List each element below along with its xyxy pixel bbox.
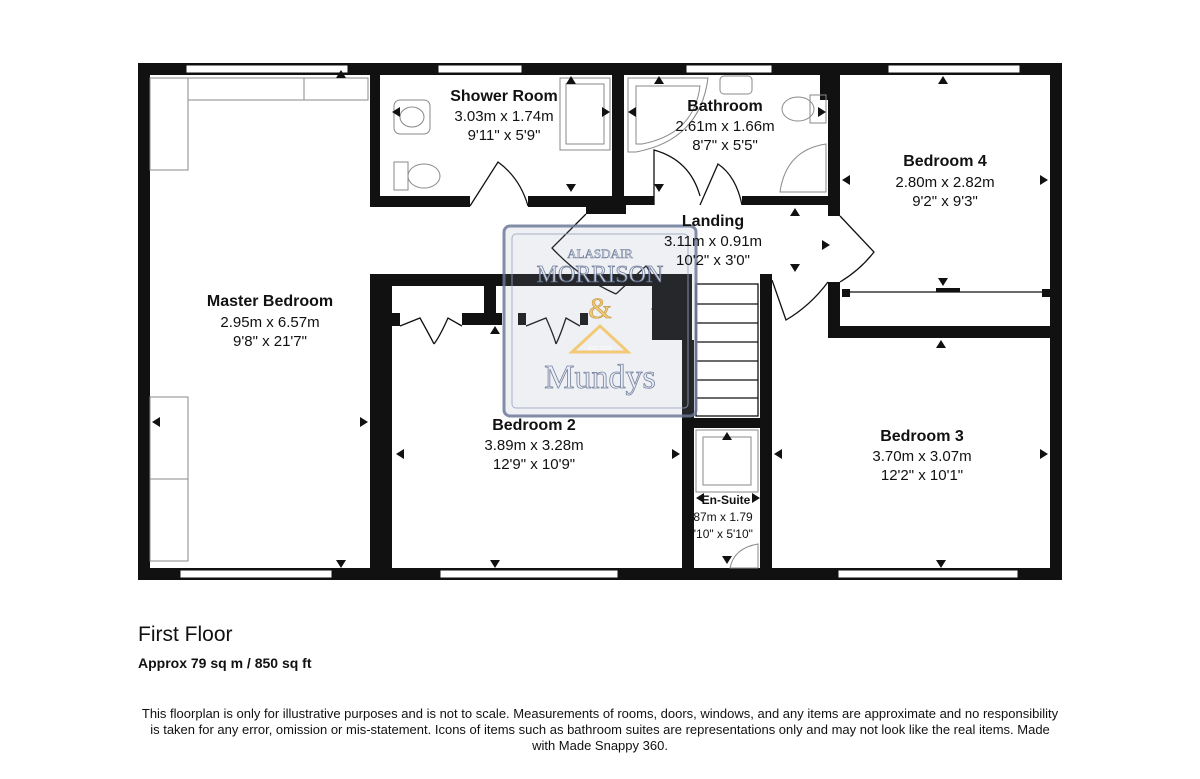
room-name: Bathroom	[687, 98, 763, 115]
room-name: En-Suite	[702, 493, 751, 507]
room-name: Landing	[682, 213, 744, 230]
watermark-line3: Mundys	[544, 359, 655, 396]
room-imperial: 9'2" x 9'3"	[912, 193, 978, 210]
room-bedroom-3: Bedroom 3 3.70m x 3.07m 12'2" x 10'1"	[872, 428, 971, 484]
room-metric: 2.61m x 1.66m	[675, 118, 774, 135]
outer-walls	[138, 63, 1062, 580]
floor-plan: ALASDAIR MORRISON & EST. 1970 Mundys Sho…	[138, 63, 1062, 580]
room-imperial: 9'8" x 21'7"	[233, 333, 307, 350]
room-name: Bedroom 3	[880, 428, 964, 445]
room-en-suite: En-Suite 0.87m x 1.79 2'10" x 5'10"	[683, 493, 753, 541]
room-bedroom-2: Bedroom 2 3.89m x 3.28m 12'9" x 10'9"	[484, 417, 583, 473]
measurement-arrows	[152, 70, 1048, 568]
room-imperial: 10'2" x 3'0"	[676, 252, 750, 269]
room-imperial: 2'10" x 5'10"	[687, 527, 753, 541]
room-metric: 3.89m x 3.28m	[484, 437, 583, 454]
room-bathroom: Bathroom 2.61m x 1.66m 8'7" x 5'5"	[675, 98, 774, 154]
watermark-amp: &	[588, 292, 611, 325]
room-imperial: 12'9" x 10'9"	[493, 456, 575, 473]
floor-title: First Floor	[138, 623, 233, 646]
interior-walls	[370, 70, 1062, 580]
watermark-est: EST. 1970	[588, 346, 611, 352]
room-landing: Landing 3.11m x 0.91m 10'2" x 3'0"	[664, 213, 762, 269]
room-imperial: 12'2" x 10'1"	[881, 467, 963, 484]
room-imperial: 8'7" x 5'5"	[692, 137, 758, 154]
windows	[179, 64, 1021, 579]
disclaimer: This floorplan is only for illustrative …	[141, 706, 1059, 753]
room-name: Bedroom 2	[492, 417, 576, 434]
doors	[399, 149, 875, 345]
room-name: Shower Room	[450, 88, 558, 105]
room-name: Bedroom 4	[903, 153, 987, 170]
agency-watermark: ALASDAIR MORRISON & EST. 1970 Mundys	[502, 224, 698, 418]
floor-area: Approx 79 sq m / 850 sq ft	[138, 655, 312, 671]
room-metric: 3.11m x 0.91m	[664, 233, 762, 250]
room-metric: 2.95m x 6.57m	[220, 314, 319, 331]
staircase	[695, 283, 759, 417]
watermark-line1: ALASDAIR	[567, 246, 633, 261]
room-bedroom-4: Bedroom 4 2.80m x 2.82m 9'2" x 9'3"	[895, 153, 994, 210]
watermark-line2: MORRISON	[537, 262, 664, 288]
room-shower-room: Shower Room 3.03m x 1.74m 9'11" x 5'9"	[450, 88, 558, 144]
fixtures	[149, 75, 1050, 569]
watermark-roof-icon	[568, 323, 632, 354]
room-master-bedroom: Master Bedroom 2.95m x 6.57m 9'8" x 21'7…	[207, 293, 333, 350]
room-metric: 0.87m x 1.79	[683, 510, 753, 524]
room-metric: 3.70m x 3.07m	[872, 448, 971, 465]
room-metric: 2.80m x 2.82m	[895, 174, 994, 191]
room-imperial: 9'11" x 5'9"	[468, 127, 541, 144]
room-metric: 3.03m x 1.74m	[454, 108, 553, 125]
room-name: Master Bedroom	[207, 293, 333, 310]
